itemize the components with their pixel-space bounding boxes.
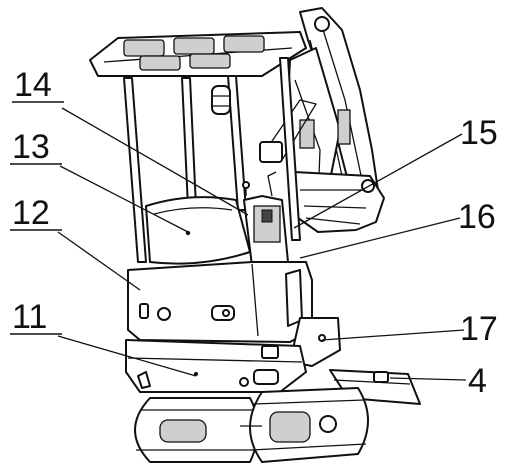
- label-16: 16: [458, 198, 496, 236]
- leader-12: [57, 231, 141, 291]
- label-14: 14: [14, 66, 52, 104]
- leader-4: [389, 377, 467, 381]
- boom-arm: [259, 7, 379, 211]
- control-levers: [242, 171, 289, 267]
- lower-frame: [125, 339, 307, 393]
- leader-15: [293, 133, 463, 229]
- upper-body: [127, 261, 313, 343]
- leader-11: [57, 335, 197, 377]
- label-12: 12: [12, 194, 50, 232]
- canopy: [89, 31, 307, 263]
- label-4: 4: [468, 362, 487, 400]
- label-13: 13: [12, 128, 50, 166]
- right-track: [240, 387, 369, 463]
- leader-16: [299, 217, 461, 259]
- label-17: 17: [460, 310, 498, 348]
- left-track: [134, 397, 259, 463]
- reference-numerals: 14 13 12 11 15 16 17 4: [10, 66, 498, 400]
- leader-14: [61, 107, 249, 216]
- leader-17: [321, 329, 465, 341]
- leader-13: [59, 165, 189, 233]
- bucket: [293, 171, 385, 233]
- label-11: 11: [12, 298, 47, 336]
- leader-lines: [57, 107, 467, 381]
- label-15: 15: [460, 114, 498, 152]
